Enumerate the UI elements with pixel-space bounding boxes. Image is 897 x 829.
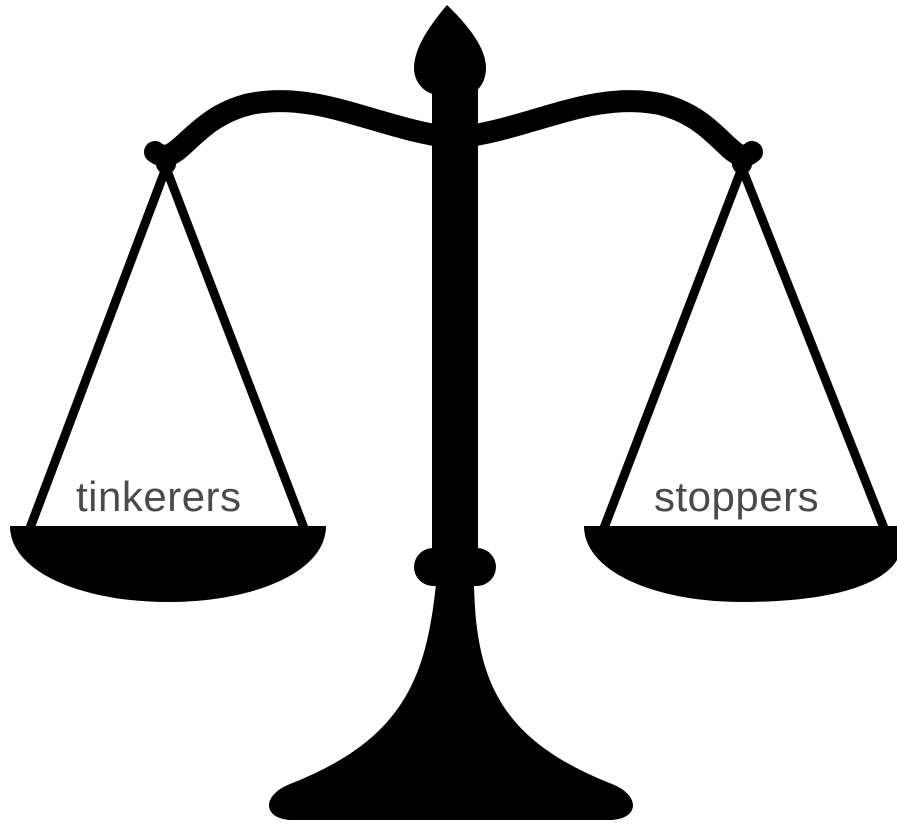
- pillar-collar: [414, 548, 496, 586]
- left-pan-label: tinkerers: [76, 476, 242, 518]
- left-pan: [10, 526, 326, 602]
- right-pan: [584, 526, 897, 602]
- central-pillar: [432, 88, 478, 558]
- finial: [414, 5, 486, 94]
- scale-base: [269, 584, 633, 820]
- right-pan-label: stoppers: [654, 476, 819, 518]
